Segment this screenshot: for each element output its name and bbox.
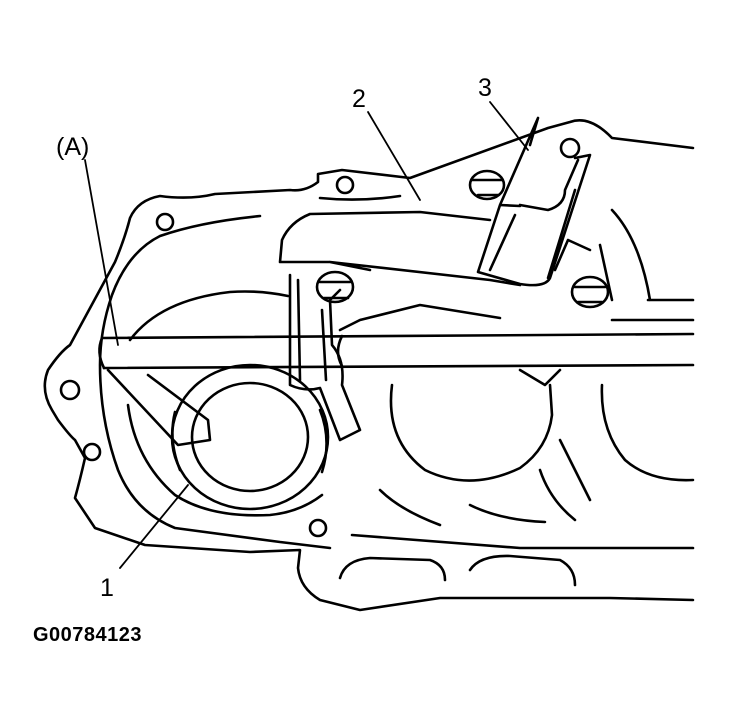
- gear-inner: [190, 381, 310, 493]
- shift-lever: [476, 116, 592, 287]
- shift-fork-body: [288, 273, 362, 442]
- shift-rod: [100, 332, 695, 370]
- leader-line-2: [367, 111, 421, 201]
- callout-label-a: (A): [56, 133, 90, 161]
- flange-bolt-holes: [59, 137, 581, 538]
- shift-lever-tab: [553, 238, 592, 272]
- flange-bolt-hole: [82, 442, 102, 462]
- flange-bolt-hole: [155, 212, 175, 232]
- flange-bolt-hole: [308, 518, 328, 538]
- callout-label-3: 3: [478, 74, 492, 102]
- case-flange-outline: [43, 119, 695, 612]
- flange-bolt-hole: [59, 379, 81, 401]
- case-right-ribs: [378, 208, 695, 527]
- shift-fork-arm: [106, 368, 212, 447]
- bolt-3: [570, 275, 610, 309]
- leader-line-a: [84, 159, 119, 346]
- bolt-1: [468, 169, 506, 201]
- shift-rod-end: [98, 336, 106, 370]
- bolt-2: [315, 270, 355, 304]
- case-right-cavity: [389, 383, 554, 482]
- figure-code: G00784123: [33, 624, 143, 646]
- gear: [170, 363, 330, 511]
- case-inner-wall: [98, 194, 695, 550]
- callout-label-2: 2: [352, 85, 366, 113]
- leader-line-1: [119, 484, 189, 569]
- case-lower-pockets: [338, 554, 577, 587]
- bracket-plate-edge: [338, 303, 562, 387]
- flange-bolt-hole: [559, 137, 581, 159]
- shift-fork-body-detail: [296, 278, 328, 382]
- case-right-cavity-2: [600, 383, 695, 482]
- flange-bolt-hole: [335, 175, 355, 195]
- bracket-plate: [278, 210, 522, 287]
- callout-label-1: 1: [100, 574, 114, 602]
- case-bore: [126, 290, 324, 517]
- leader-line-3: [489, 101, 529, 151]
